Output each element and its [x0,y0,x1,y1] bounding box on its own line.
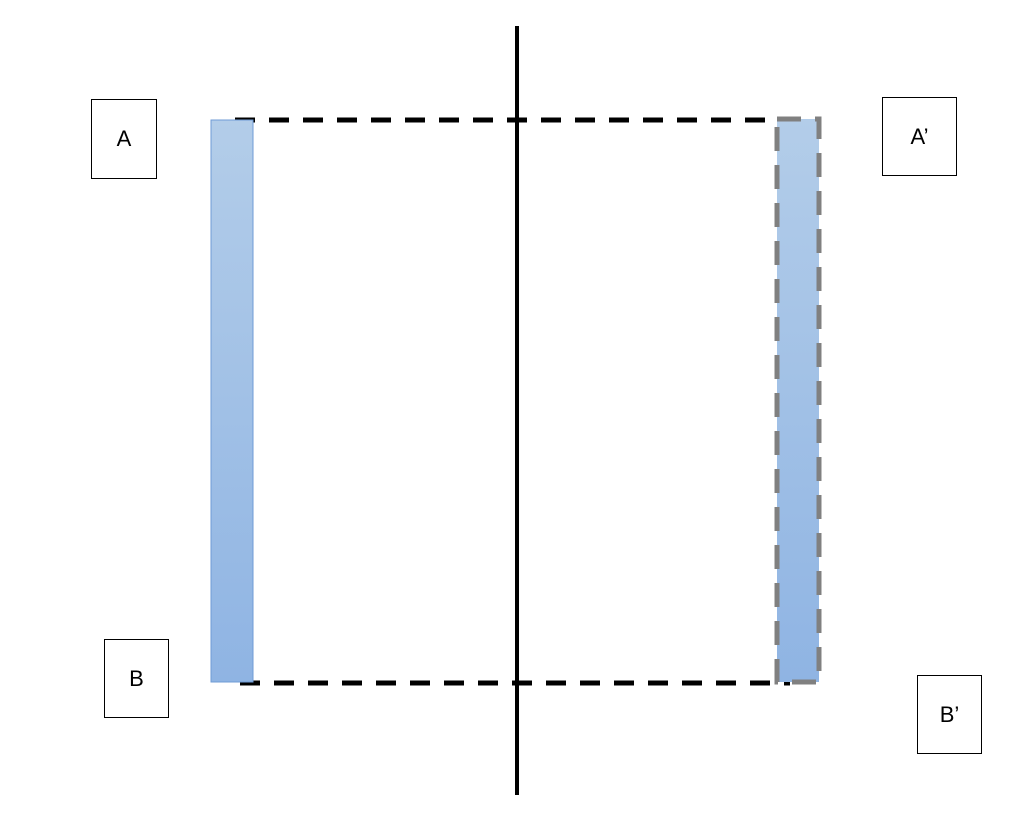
label-b-prime: B’ [917,675,982,754]
label-b: B [104,639,169,718]
label-a-prime: A’ [882,97,957,176]
label-a: A [91,99,157,179]
image-segment-a-prime-b-prime [774,116,822,685]
object-segment-ab [210,119,254,683]
